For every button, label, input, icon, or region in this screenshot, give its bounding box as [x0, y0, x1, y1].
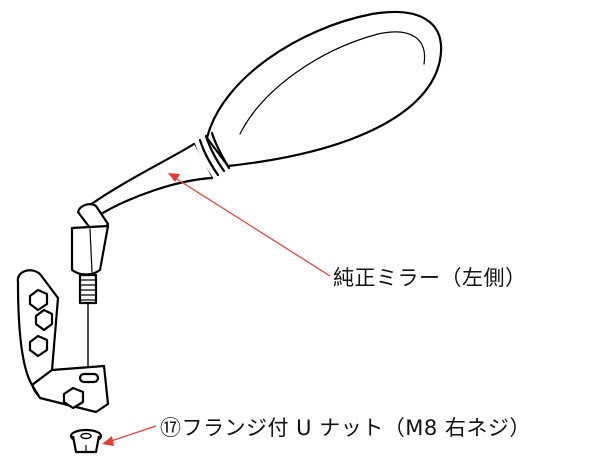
leader-lines: [102, 173, 331, 446]
leader-mirror: [171, 175, 331, 277]
callout-flange-nut: ⑰フランジ付 U ナット（M8 右ネジ）: [160, 416, 531, 440]
callout-mirror: 純正ミラー（左側）: [333, 266, 527, 290]
arrow-nut-icon: [102, 436, 114, 446]
mirror-icon: [70, 10, 443, 305]
leader-nut: [107, 425, 157, 443]
flange-nut-icon: [69, 428, 103, 454]
bracket-icon: [16, 269, 110, 414]
arrow-mirror-icon: [168, 173, 180, 182]
